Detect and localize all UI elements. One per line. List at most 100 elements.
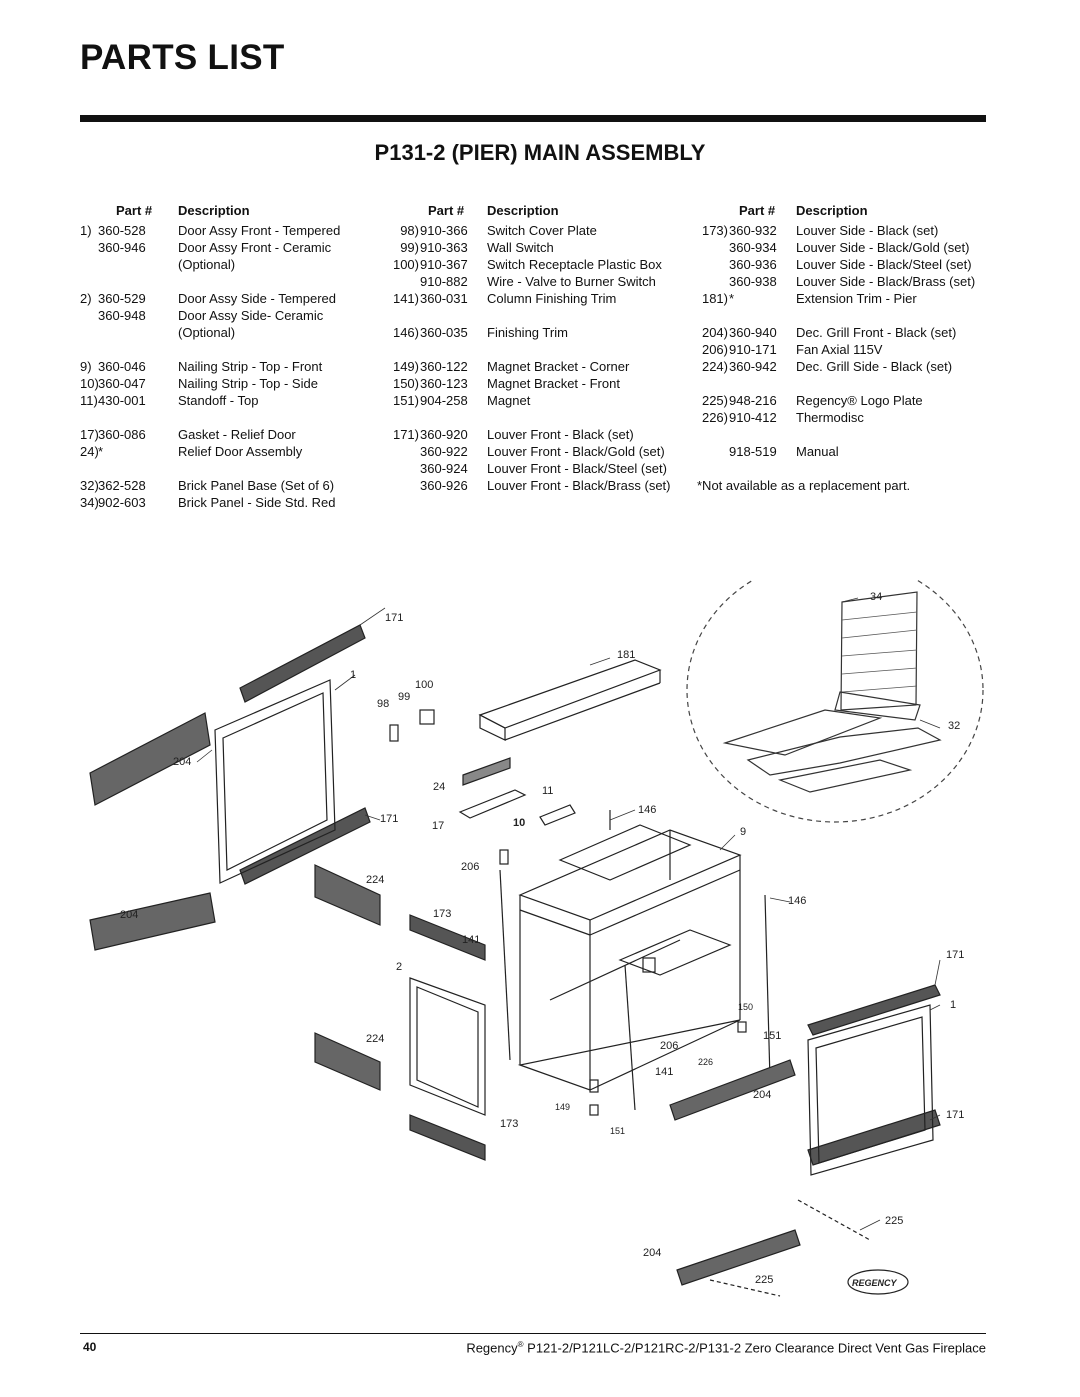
parts-row: 24)*Relief Door Assembly xyxy=(80,443,380,460)
callout-151b: 151 xyxy=(610,1126,625,1136)
callout-224b: 224 xyxy=(366,1033,384,1045)
parts-row: 206)910-171 Fan Axial 115V xyxy=(697,341,997,358)
item-number: 9) xyxy=(80,359,92,374)
part-number: 360-920 xyxy=(420,427,468,442)
part-number: 360-936 xyxy=(729,257,777,272)
footer-text: Regency® P121-2/P121LC-2/P121RC-2/P131-2… xyxy=(466,1340,986,1355)
item-number: 225) xyxy=(701,393,728,408)
callout-204b: 204 xyxy=(120,909,138,921)
item-number: 146) xyxy=(392,325,419,340)
part-description: Column Finishing Trim xyxy=(487,291,617,306)
part-number: 904-258 xyxy=(420,393,468,408)
parts-row: 100)910-367 Switch Receptacle Plastic Box xyxy=(388,256,688,273)
part-number: 360-940 xyxy=(729,325,777,340)
part-number: 360-047 xyxy=(98,376,146,391)
item-number: 181) xyxy=(701,291,728,306)
parts-row: 225)948-216 Regency® Logo Plate xyxy=(697,392,997,409)
part-number: 360-046 xyxy=(98,359,146,374)
part-description: Finishing Trim xyxy=(487,325,568,340)
part-description: Switch Receptacle Plastic Box xyxy=(487,257,662,272)
regency-logo: REGENCY xyxy=(852,1278,898,1288)
part-description: Extension Trim - Pier xyxy=(796,291,917,306)
part-number: 948-216 xyxy=(729,393,777,408)
part-description: Relief Door Assembly xyxy=(178,444,303,459)
item-number: 11) xyxy=(80,393,98,408)
footer-brand: Regency xyxy=(466,1340,518,1356)
part-number: 910-171 xyxy=(729,342,777,357)
part-number: 902-603 xyxy=(98,495,146,510)
part-number: 360-924 xyxy=(420,461,468,476)
callout-32: 32 xyxy=(948,720,960,732)
part-number: 910-363 xyxy=(420,240,468,255)
item-number: 2) xyxy=(80,291,92,306)
callout-2: 2 xyxy=(396,961,402,973)
item-number: 149) xyxy=(392,359,419,374)
part-description: Gasket - Relief Door xyxy=(178,427,296,442)
callout-1b: 1 xyxy=(950,999,956,1011)
item-number: 171) xyxy=(392,427,419,442)
callout-98: 98 xyxy=(377,698,389,710)
column-header: Part #Description xyxy=(388,202,688,222)
callout-181: 181 xyxy=(617,649,635,661)
header-description: Description xyxy=(487,203,559,218)
header-rule xyxy=(80,115,986,122)
item-number: 100) xyxy=(392,257,419,272)
diagram-svg: 171 1 100 98 99 181 34 32 204 24 11 146 … xyxy=(89,580,984,1297)
part-description: Fan Axial 115V xyxy=(796,342,883,357)
part-description: Louver Side - Black/Brass (set) xyxy=(796,274,976,289)
exploded-parts-diagram: 171 1 100 98 99 181 34 32 204 24 11 146 … xyxy=(80,580,986,1310)
part-number: 360-926 xyxy=(420,478,468,493)
callout-173a: 173 xyxy=(433,908,451,920)
item-number: 206) xyxy=(701,342,728,357)
callout-226: 226 xyxy=(698,1057,713,1067)
part-number: 360-123 xyxy=(420,376,468,391)
part-number: 910-367 xyxy=(420,257,468,272)
header-description: Description xyxy=(796,203,868,218)
callout-204c: 204 xyxy=(753,1089,771,1101)
part-description: Door Assy Front - Tempered xyxy=(178,223,341,238)
part-description: (Optional) xyxy=(178,257,236,272)
callout-225a: 225 xyxy=(885,1215,903,1227)
part-number: 360-528 xyxy=(98,223,146,238)
section-title: P131-2 (PIER) MAIN ASSEMBLY xyxy=(374,140,706,165)
callout-34: 34 xyxy=(870,591,882,603)
callout-10: 10 xyxy=(513,817,525,829)
parts-row: (Optional) xyxy=(80,256,380,273)
item-number: 204) xyxy=(701,325,728,340)
callout-141a: 141 xyxy=(462,934,480,946)
page-title: PARTS LIST xyxy=(80,38,285,77)
part-number: 360-942 xyxy=(729,359,777,374)
callout-9: 9 xyxy=(740,826,746,838)
part-description: Louver Side - Black/Gold (set) xyxy=(796,240,970,255)
callout-100: 100 xyxy=(415,679,433,691)
callout-204a: 204 xyxy=(173,756,191,768)
part-description: Regency® Logo Plate xyxy=(796,393,923,408)
part-description: (Optional) xyxy=(178,325,236,340)
item-number: 1) xyxy=(80,223,92,238)
callout-171: 171 xyxy=(385,612,403,624)
item-number: 226) xyxy=(701,410,728,425)
part-number: 910-412 xyxy=(729,410,777,425)
part-description: Wire - Valve to Burner Switch xyxy=(487,274,656,289)
part-number: 360-922 xyxy=(420,444,468,459)
part-description: Louver Front - Black/Gold (set) xyxy=(487,444,665,459)
callout-206b: 206 xyxy=(660,1040,678,1052)
callout-11: 11 xyxy=(542,785,553,797)
callout-24: 24 xyxy=(433,781,445,793)
item-number: 173) xyxy=(701,223,728,238)
